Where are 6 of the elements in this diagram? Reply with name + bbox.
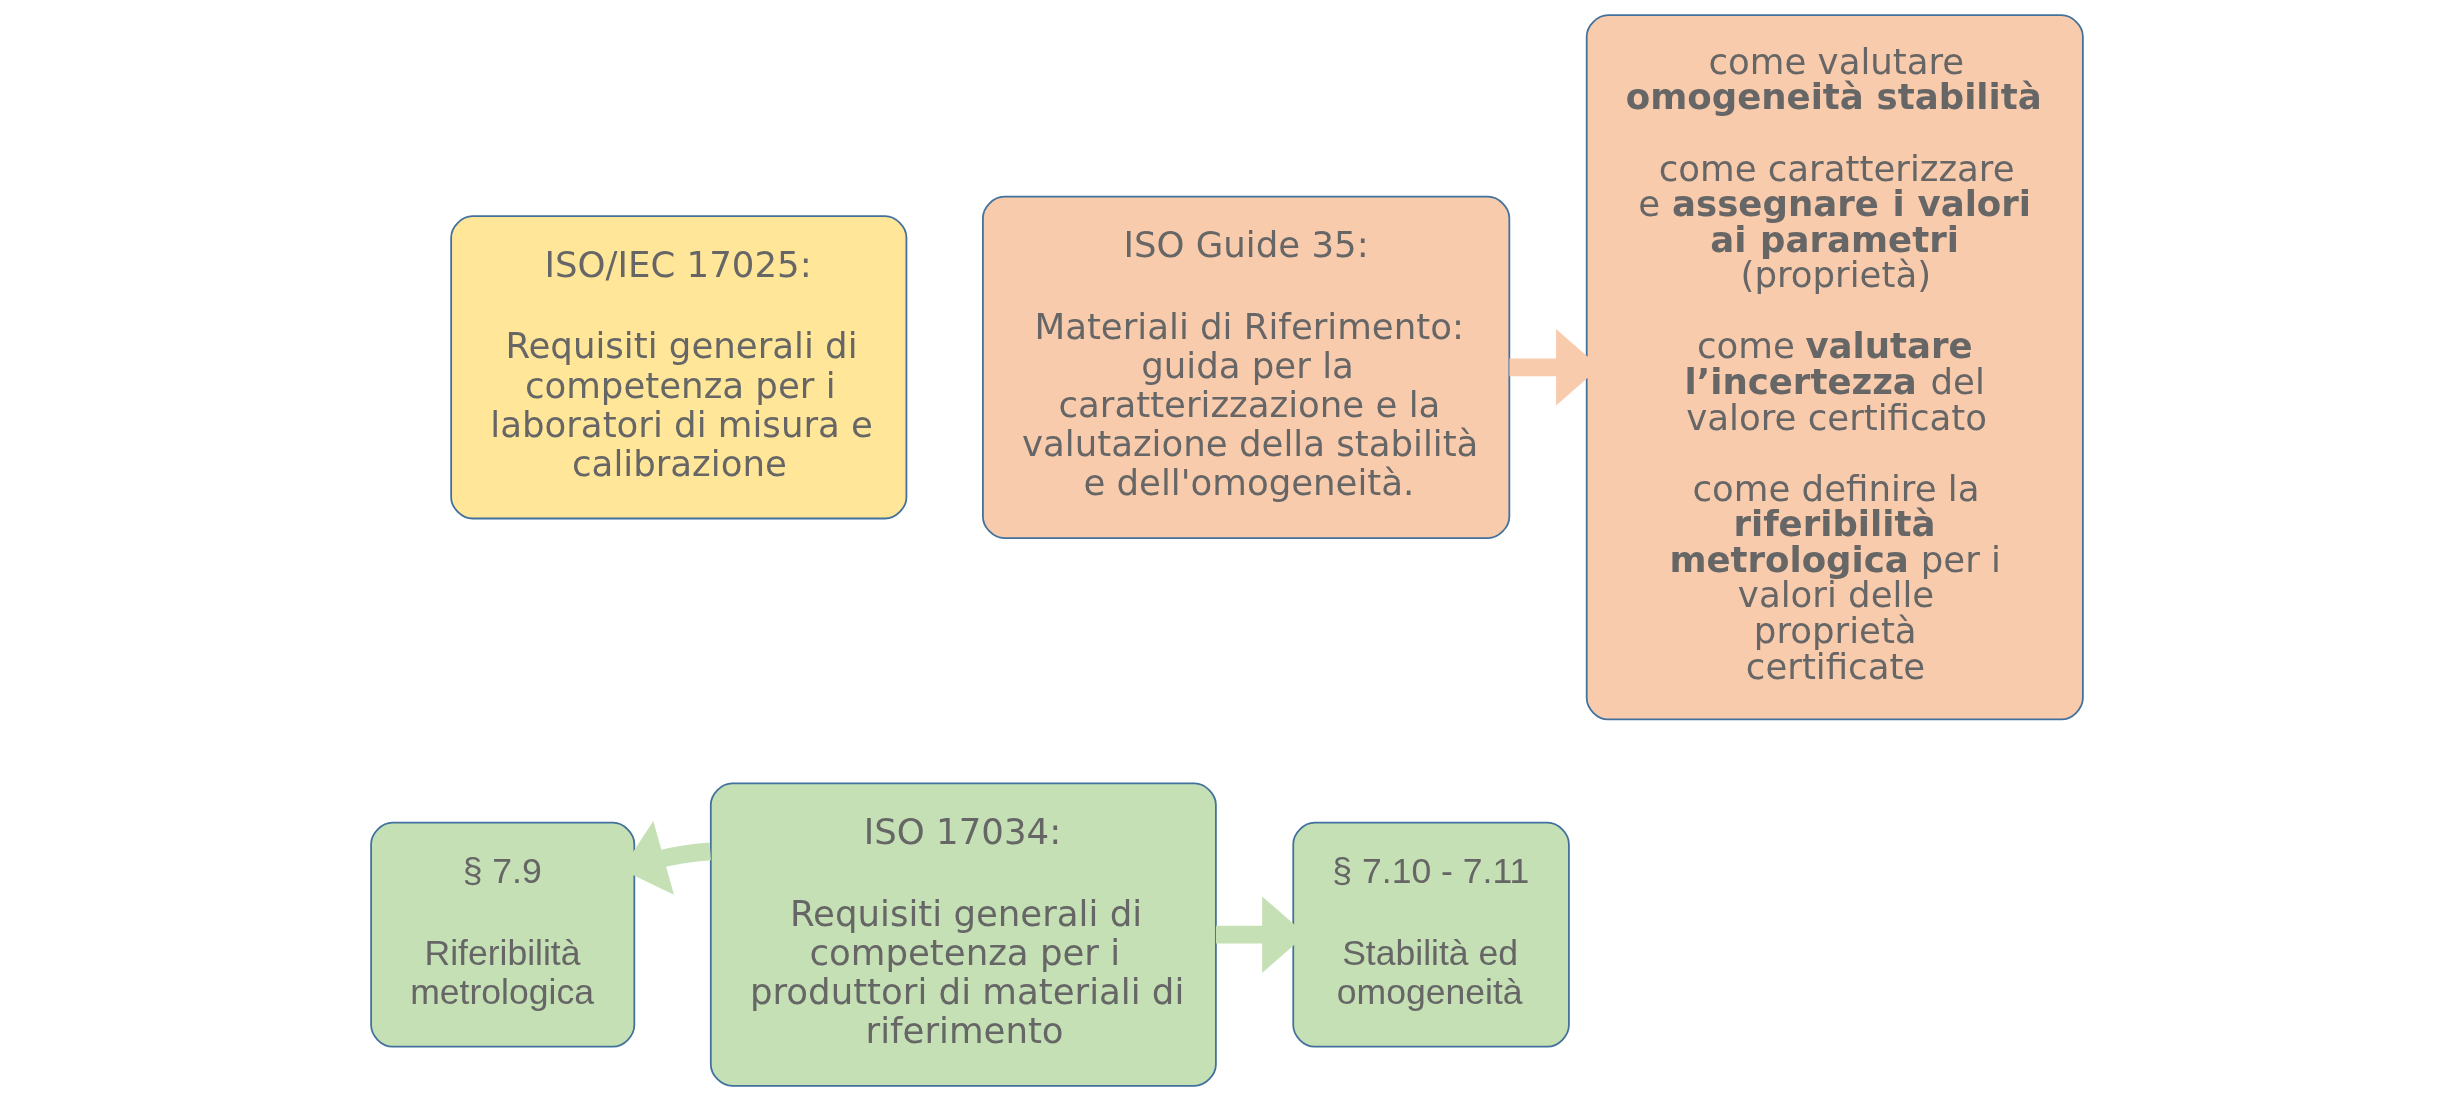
node-box: come valutare omogeneità stabilità come caratterizzare e assegnare i valori ai parametri (proprietà) come valutare l’incertezza del valore certificato come definire la riferibilità metrologica per i valori delle proprietà certificate xyxy=(1585,14,2084,721)
node-box: § 7.10 - 7.11 Stabilità ed omogeneità xyxy=(1291,821,1570,1048)
node-box: ISO Guide 35: Materiali di Riferimento: guida per la caratterizzazione e la valutazione della stabilità e dell'omogeneità. xyxy=(981,195,1510,539)
node-box: ISO 17034: Requisiti generali di competenza per i produttori di materiali di riferimento xyxy=(709,782,1217,1087)
node-box: ISO/IEC 17025: Requisiti generali di competenza per i laboratori di misura e calibrazione xyxy=(449,215,907,520)
node-box: § 7.9 Riferibilità metrologica xyxy=(369,821,635,1048)
